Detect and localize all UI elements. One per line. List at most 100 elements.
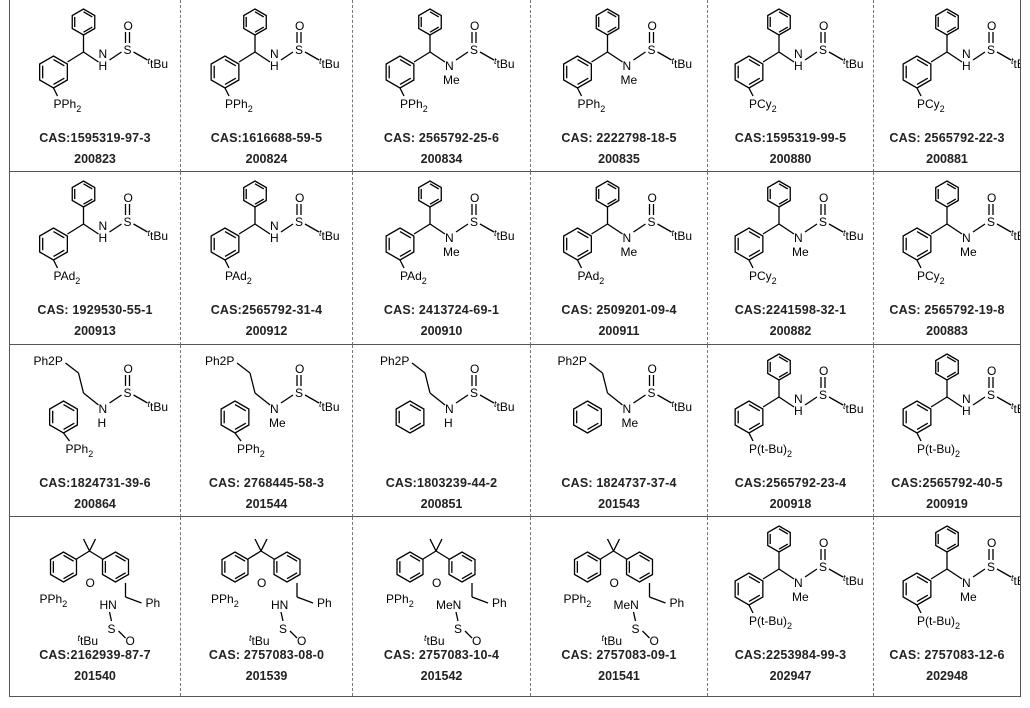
phenyl-ring — [418, 180, 442, 208]
bond — [946, 568, 963, 580]
phosphine-group: P(t-Bu) — [917, 442, 955, 456]
c-p-bond — [748, 87, 754, 97]
oxygen-atom: O — [819, 19, 828, 33]
bond — [260, 550, 275, 560]
sulfur-atom: S — [470, 386, 478, 400]
ring-double-bond — [83, 26, 93, 33]
n-s-bond — [972, 51, 986, 61]
phosphine-subscript: 2 — [772, 104, 777, 114]
c-p-bond — [52, 259, 59, 269]
n-s-bond — [455, 611, 459, 622]
ring-double-bond — [778, 356, 789, 363]
phosphine-subscript: 2 — [955, 621, 960, 631]
tbu-label: ttBu — [424, 633, 445, 645]
bond — [762, 223, 780, 235]
amine-label: N — [794, 231, 803, 245]
ring-double-bond — [916, 422, 929, 431]
ring-double-bond — [916, 230, 929, 239]
ring-double-bond — [234, 572, 246, 580]
phosphine-subscript: 2 — [247, 276, 252, 286]
amine-label: HN — [100, 598, 117, 612]
xanthene-ring-left — [396, 551, 424, 583]
ring-double-bond — [63, 554, 74, 562]
ring-double-bond — [946, 371, 957, 378]
bond — [77, 372, 85, 394]
c-p-bond — [748, 432, 754, 442]
n-s-bond — [280, 611, 284, 622]
oxygen-atom: O — [295, 19, 304, 33]
phosphine-subscript: 2 — [940, 104, 945, 114]
phosphine-group: P(t-Bu) — [917, 614, 955, 628]
tbu-label: ttBu — [1011, 401, 1020, 416]
phosphine-subscript: 2 — [787, 449, 792, 459]
bond — [411, 362, 426, 374]
catalog-code: 200918 — [769, 497, 812, 511]
oxygen-atom: O — [819, 536, 828, 550]
methyl-label: Me — [960, 245, 977, 259]
ring-double-bond — [254, 26, 265, 33]
phosphine-group: PAd — [225, 269, 247, 283]
methyl-label: Me — [621, 73, 638, 87]
ring-double-bond — [607, 183, 617, 190]
ring-double-bond — [946, 183, 957, 190]
tbu-label: ttBu — [319, 399, 340, 414]
phosphine-group: PPh — [54, 97, 77, 111]
ring-double-bond — [461, 554, 473, 562]
n-s-bond — [804, 568, 818, 578]
phosphine-subscript: 2 — [955, 449, 960, 459]
amine-label: N — [962, 231, 971, 245]
bond — [930, 568, 948, 580]
c-p-bond — [52, 87, 59, 97]
bond — [778, 223, 795, 235]
phenyl-label: Ph — [492, 596, 507, 610]
phosphine-label: PPh2 — [66, 442, 94, 459]
ring-double-bond — [224, 249, 237, 258]
phosphine-label: PPh2 — [225, 97, 253, 114]
phosphine-group: PPh — [237, 442, 260, 456]
catalog-code: 200834 — [420, 152, 463, 166]
ring-double-bond — [254, 183, 265, 190]
bond — [649, 596, 666, 604]
ring-double-bond — [429, 183, 440, 190]
catalog-code: 200883 — [926, 324, 968, 338]
phenyl-ring — [767, 353, 791, 381]
aryl-ring — [902, 572, 932, 606]
cas-number: CAS: 2565792-25-6 — [383, 131, 500, 145]
sulfur-atom: S — [987, 560, 995, 574]
n-s-bond — [972, 568, 986, 578]
ring-double-bond — [254, 198, 265, 205]
bond — [946, 51, 963, 63]
aryl-ring — [902, 227, 932, 261]
phosphine-subscript: 2 — [423, 104, 428, 114]
bond — [254, 223, 271, 235]
sulfur-atom: S — [124, 43, 132, 57]
ring-double-bond — [748, 58, 761, 67]
ring-double-bond — [607, 11, 617, 18]
aryl-ring — [562, 55, 593, 89]
sulfur-atom: S — [819, 560, 827, 574]
c-p-bond — [224, 259, 230, 269]
methyl-bond — [82, 538, 91, 552]
bond — [778, 568, 795, 580]
n-s-bond — [109, 394, 122, 404]
s-c-bond — [828, 223, 844, 233]
ring-double-bond — [286, 572, 298, 580]
s-c-bond — [996, 223, 1012, 233]
amine-substituent: H — [98, 416, 107, 430]
ring-double-bond — [916, 575, 929, 584]
phosphine-label: PPh2 — [578, 97, 606, 114]
aryl-ring — [734, 55, 764, 89]
phenyl-ring — [935, 180, 959, 208]
nitrogen-atom: N — [962, 47, 971, 61]
tbu-label: ttBu — [148, 399, 169, 414]
phosphine-label: PCy2 — [749, 97, 777, 114]
c-p-bond — [62, 432, 71, 442]
ring-double-bond — [224, 58, 237, 67]
